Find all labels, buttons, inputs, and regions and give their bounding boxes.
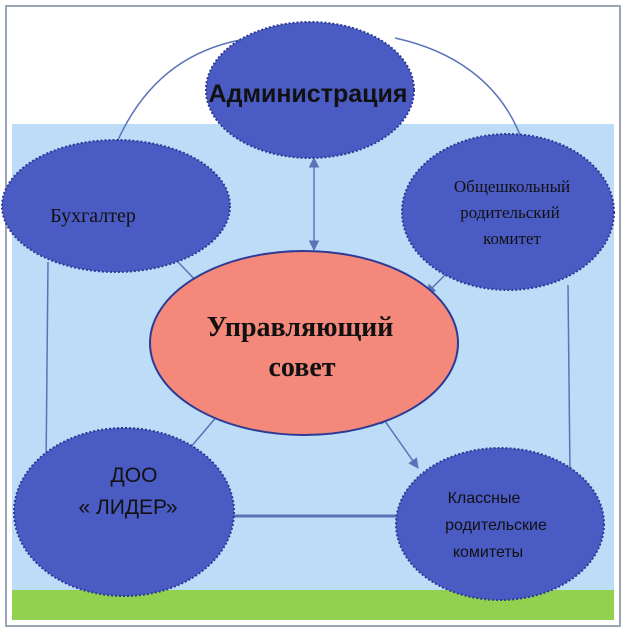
label-parents-committee-line-1: Общешкольный [454,177,570,196]
ellipse-council [149,250,459,436]
label-accountant: Бухгалтер [50,205,136,227]
ellipse-class-committees [395,447,605,601]
ellipse-doo [13,427,235,597]
connector-accountant-admin [117,39,241,141]
label-doo-line-2: « ЛИДЕР» [78,496,177,519]
label-administration: Администрация [209,80,408,108]
node-doo: ДОО « ЛИДЕР» [13,427,235,597]
connector-admin-committee [394,37,523,141]
label-class-committees-line-3: комитеты [453,544,523,561]
label-doo-line-1: ДОО [111,464,158,487]
outer-frame [5,5,621,627]
node-class-committees: Классные родительские комитеты [395,447,605,601]
ellipse-accountant [1,139,231,273]
node-accountant: Бухгалтер [1,139,231,273]
label-class-committees-line-2: родительские [445,517,547,534]
node-administration: Администрация [205,21,415,159]
label-council-line-2: совет [268,352,335,383]
connector-accountant-doo [45,261,49,471]
node-parents-committee: Общешкольный родительский комитет [401,133,615,291]
ellipse-administration [205,21,415,159]
node-council: Управляющий совет [149,250,459,436]
connector-lines [45,37,571,518]
arrow-council-classes [379,413,419,469]
ellipse-parents-committee [401,133,615,291]
label-class-committees-line-1: Классные [448,490,521,507]
label-council-line-1: Управляющий [207,312,394,343]
connector-committee-classes [567,284,571,476]
label-parents-committee-line-3: комитет [483,229,541,248]
label-parents-committee-line-2: родительский [460,203,559,222]
